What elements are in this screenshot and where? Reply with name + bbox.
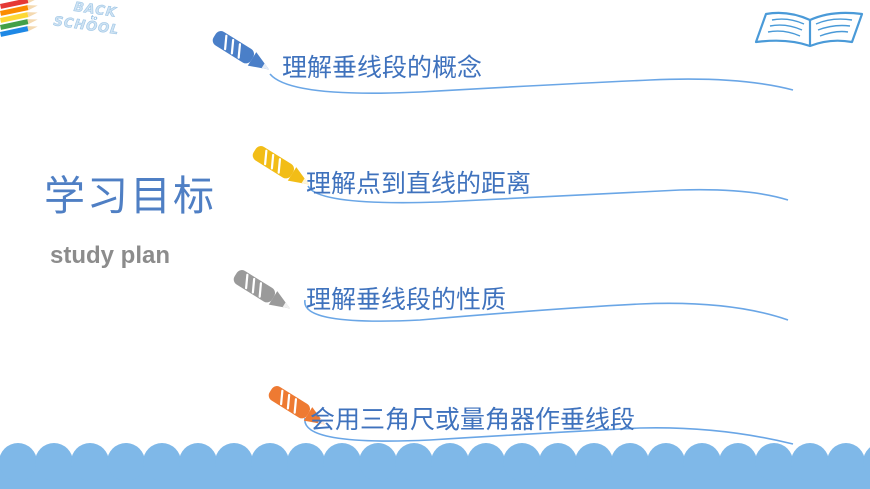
- pencil-icon: [212, 31, 269, 70]
- pencil-icon: [268, 386, 325, 425]
- objective-3: 理解垂线段的性质: [306, 285, 507, 314]
- colored-pencils-icon: [0, 0, 38, 37]
- back-to-school-badge: BACK to SCHOOL: [48, 0, 144, 46]
- objective-4: 会用三角尺或量角器作垂线段: [310, 405, 636, 434]
- pencil-icon: [233, 270, 290, 309]
- objective-1: 理解垂线段的概念: [282, 53, 483, 82]
- pencil-icon: [252, 146, 309, 185]
- page-title: 学习目标: [44, 172, 216, 220]
- wave-border: [0, 443, 870, 489]
- objective-2: 理解点到直线的距离: [306, 169, 532, 198]
- open-book-icon: [754, 11, 864, 48]
- page-subtitle: study plan: [50, 242, 171, 269]
